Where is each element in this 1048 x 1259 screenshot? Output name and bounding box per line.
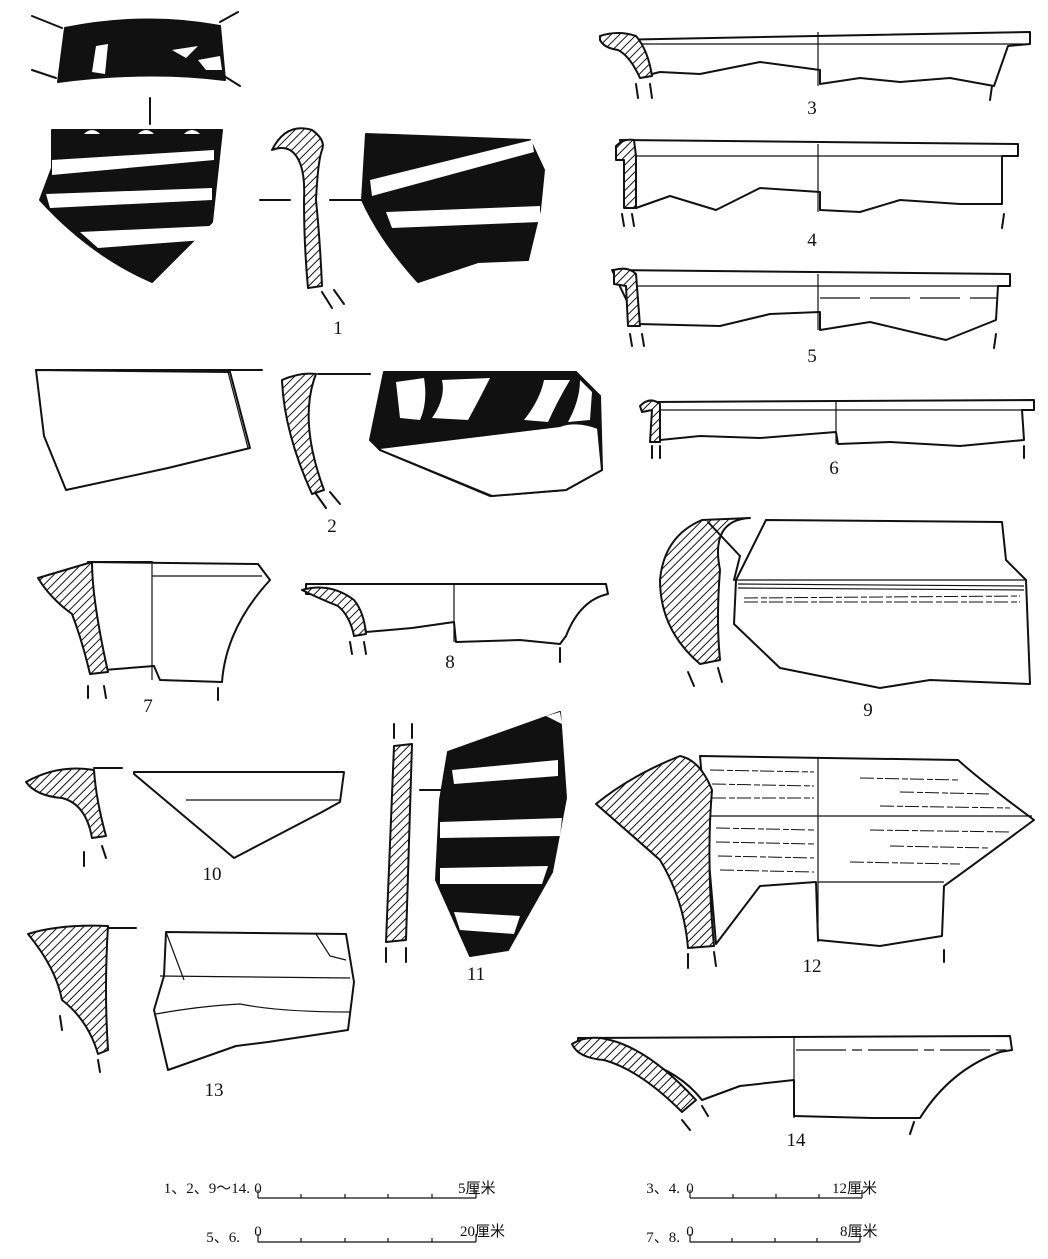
sherd-4: 4: [615, 138, 1019, 251]
figure-number-12: 12: [803, 956, 822, 977]
figure-number-9: 9: [863, 700, 873, 721]
sherd-12: 12: [595, 755, 1035, 977]
sherd-7: 7: [37, 561, 271, 717]
figure-number-8: 8: [445, 652, 455, 673]
sherd-8: 8: [301, 583, 609, 673]
sherd-9: 9: [659, 517, 1031, 721]
figure-number-2: 2: [327, 516, 337, 537]
figure-number-13: 13: [205, 1080, 224, 1101]
scale-label-2: 3、4.: [646, 1181, 680, 1197]
scale-label-4: 7、8.: [646, 1230, 680, 1246]
scale-bar-2: 3、4. 0 12厘米: [646, 1180, 877, 1199]
scale-bar-1: 1、2、9～14. 0 5厘米: [164, 1180, 496, 1199]
sherd-5: 5: [611, 267, 1011, 367]
scale-zero-2: 0: [686, 1181, 694, 1197]
figure-number-3: 3: [807, 98, 817, 119]
sherd-14: 14: [571, 1035, 1013, 1151]
sherd-1: 1: [31, 11, 545, 339]
sherd-2: 2: [35, 369, 603, 537]
scale-label-1: 1、2、9～14.: [164, 1181, 250, 1197]
scale-label-3: 5、6.: [206, 1230, 240, 1246]
scale-bar-4: 7、8. 0 8厘米: [646, 1223, 877, 1246]
scale-end-2: 12厘米: [832, 1180, 877, 1197]
sherd-6: 6: [639, 399, 1035, 479]
scale-end-4: 8厘米: [840, 1223, 878, 1240]
scale-end-3: 20厘米: [460, 1223, 505, 1240]
sherd-13: 13: [27, 924, 355, 1101]
scale-zero-4: 0: [686, 1224, 694, 1240]
figure-number-1: 1: [333, 318, 343, 339]
sherd-11: 11: [385, 711, 567, 985]
figure-number-7: 7: [143, 696, 153, 717]
figure-number-11: 11: [467, 964, 485, 985]
figure-number-4: 4: [807, 230, 817, 251]
figure-number-6: 6: [829, 458, 839, 479]
scale-zero-1: 0: [254, 1181, 262, 1197]
scale-end-1: 5厘米: [458, 1180, 496, 1197]
figure-number-14: 14: [787, 1130, 807, 1151]
scale-bar-3: 5、6. 0 20厘米: [206, 1223, 505, 1246]
figure-number-5: 5: [807, 346, 817, 367]
scale-zero-3: 0: [254, 1224, 262, 1240]
sherd-3: 3: [599, 31, 1031, 119]
sherd-10: 10: [25, 767, 345, 885]
figure-number-10: 10: [203, 864, 222, 885]
